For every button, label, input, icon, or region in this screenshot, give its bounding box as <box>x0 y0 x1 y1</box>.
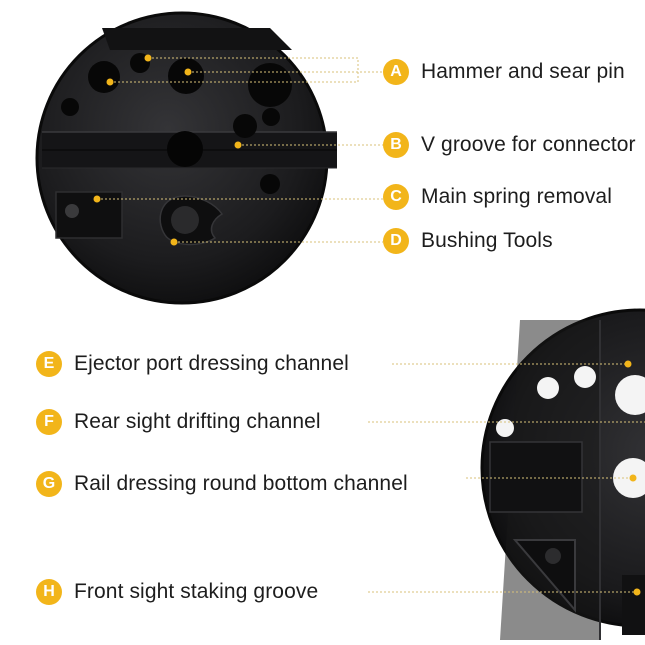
callout-b: B V groove for connector <box>383 132 636 158</box>
callout-e: E Ejector port dressing channel <box>36 351 349 377</box>
leader-dots-bottom <box>624 360 641 596</box>
callout-h-label: Front sight staking groove <box>74 580 319 603</box>
callout-b-label: V groove for connector <box>421 133 636 156</box>
circle-g-icon: G <box>36 471 62 497</box>
circle-b-icon: B <box>383 132 409 158</box>
leader-dots-top <box>93 54 242 246</box>
bench-block-top-view <box>35 11 337 305</box>
callout-c-label: Main spring removal <box>421 185 612 208</box>
callout-h: H Front sight staking groove <box>36 579 318 605</box>
circle-c-icon: C <box>383 184 409 210</box>
bench-block-bottom-view <box>480 308 645 640</box>
callout-g-label: Rail dressing round bottom channel <box>74 472 408 495</box>
callout-f: F Rear sight drifting channel <box>36 409 321 435</box>
circle-a-icon: A <box>383 59 409 85</box>
circle-d-icon: D <box>383 228 409 254</box>
callout-d-label: Bushing Tools <box>421 229 553 252</box>
callout-a-label: Hammer and sear pin <box>421 60 625 83</box>
callout-e-label: Ejector port dressing channel <box>74 352 349 375</box>
callout-a: A Hammer and sear pin <box>383 59 625 85</box>
callout-f-label: Rear sight drifting channel <box>74 410 321 433</box>
circle-h-icon: H <box>36 579 62 605</box>
leader-lines-bottom <box>368 363 645 593</box>
circle-e-icon: E <box>36 351 62 377</box>
leader-lines-top <box>97 57 383 243</box>
callout-d: D Bushing Tools <box>383 228 553 254</box>
callout-c: C Main spring removal <box>383 184 612 210</box>
circle-f-icon: F <box>36 409 62 435</box>
callout-g: G Rail dressing round bottom channel <box>36 471 408 497</box>
